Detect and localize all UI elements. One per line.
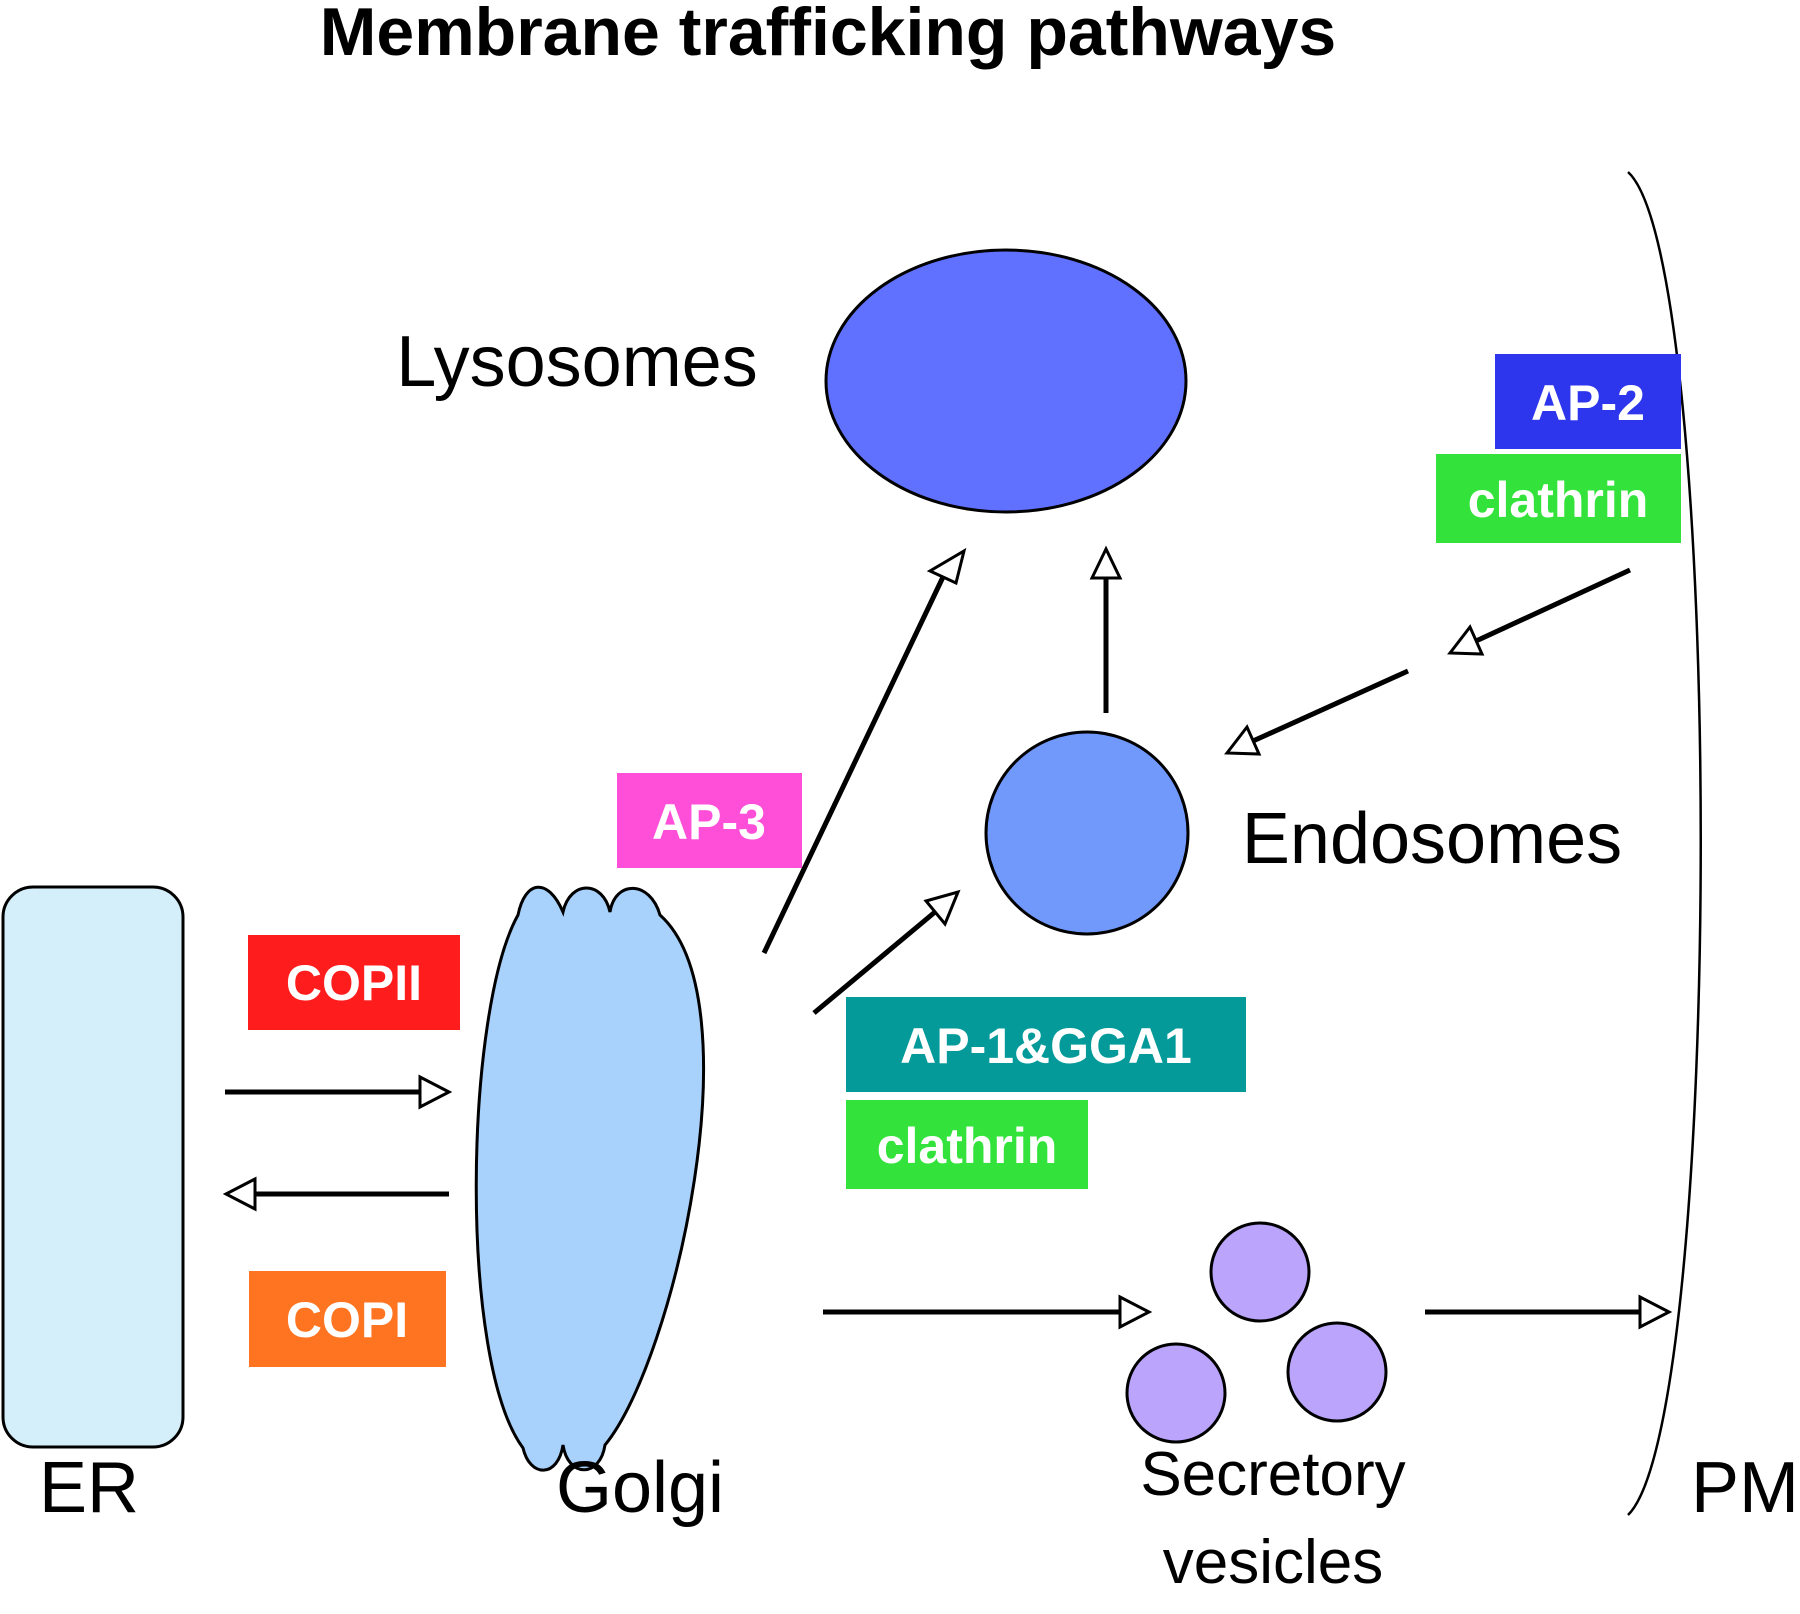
pm-label: PM — [1691, 1448, 1799, 1528]
arrow-pm-to-endosome-lower — [1224, 668, 1410, 756]
ap3-badge: AP-3 — [617, 773, 802, 868]
copi-badge: COPI — [249, 1271, 446, 1367]
clathrin-pm-label: clathrin — [1468, 472, 1649, 528]
secretory-vesicle — [1125, 1342, 1227, 1444]
ap1-gga1-label: AP-1&GGA1 — [900, 1018, 1192, 1074]
endosome — [984, 730, 1190, 936]
secretory-label-line2: vesicles — [1163, 1528, 1384, 1597]
lysosomes-label: Lysosomes — [396, 322, 757, 402]
er-compartment — [1, 885, 185, 1449]
arrow-golgi-to-endosome — [812, 889, 961, 1015]
arrow-golgi-to-vesicles — [823, 1294, 1153, 1330]
arrow-pm-to-endosome-upper — [1447, 567, 1632, 656]
lysosome — [824, 248, 1188, 514]
plasma-membrane — [1627, 171, 1702, 1516]
ap1-gga1-badge: AP-1&GGA1 — [846, 997, 1246, 1092]
golgi-stack — [474, 885, 706, 1472]
arrow-golgi-to-lysosome — [761, 547, 967, 955]
er-label: ER — [39, 1448, 139, 1528]
ap3-label: AP-3 — [652, 794, 766, 850]
arrow-vesicles-to-pm — [1425, 1294, 1673, 1330]
arrow-endosome-to-lysosome — [1089, 545, 1123, 713]
endosomes-label: Endosomes — [1242, 799, 1622, 879]
copii-badge: COPII — [248, 935, 460, 1030]
ap2-badge: AP-2 — [1495, 354, 1681, 449]
clathrin-pm-badge: clathrin — [1436, 454, 1681, 543]
arrow-golgi-to-er — [222, 1176, 449, 1212]
copii-label: COPII — [286, 955, 422, 1011]
golgi-label: Golgi — [556, 1448, 724, 1528]
clathrin-golgi-badge: clathrin — [846, 1100, 1088, 1189]
arrow-er-to-golgi — [225, 1074, 453, 1110]
copi-label: COPI — [286, 1292, 408, 1348]
secretory-label-line1: Secretory — [1140, 1440, 1405, 1509]
secretory-vesicle — [1286, 1321, 1388, 1423]
clathrin-golgi-label: clathrin — [877, 1118, 1058, 1174]
diagram-title: Membrane trafficking pathways — [320, 0, 1336, 70]
secretory-vesicle — [1209, 1221, 1311, 1323]
ap2-label: AP-2 — [1531, 375, 1645, 431]
